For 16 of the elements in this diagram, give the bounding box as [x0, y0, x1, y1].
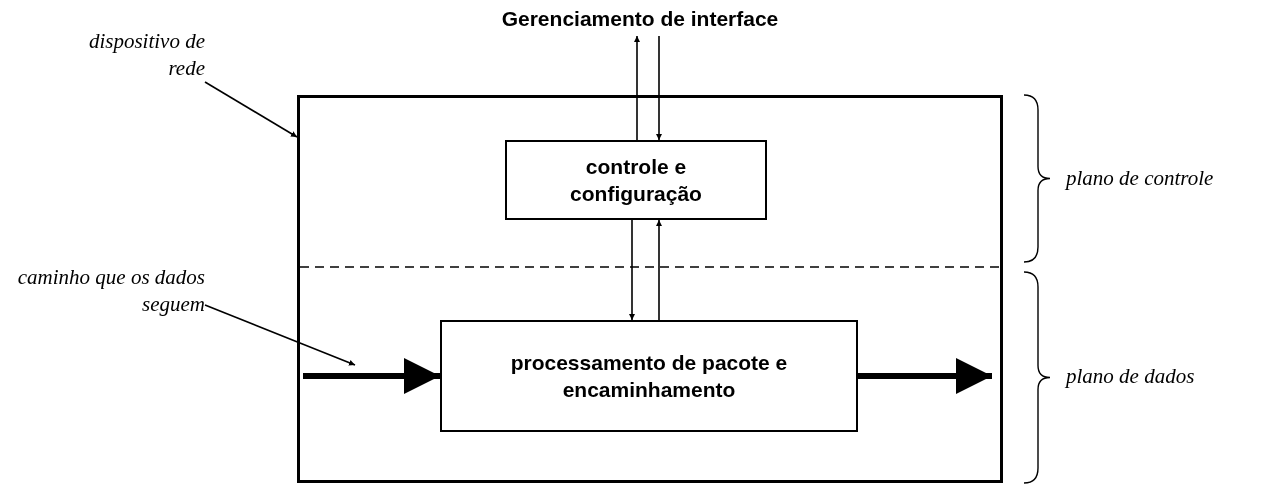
arrow — [656, 35, 662, 141]
leader-line — [204, 81, 298, 138]
arrow — [303, 358, 440, 394]
device-box — [297, 95, 1003, 483]
heading-text: Gerenciamento de interface — [470, 2, 810, 36]
arrow — [634, 35, 640, 141]
arrow — [858, 358, 992, 394]
plane-label: plano de controle — [1066, 166, 1214, 191]
arrow — [629, 219, 635, 321]
plane-label: plano de dados — [1066, 364, 1195, 389]
arrow — [656, 219, 662, 321]
process-box: processamento de pacote e encaminhamento — [440, 320, 858, 432]
leader-line — [204, 304, 356, 366]
process-box: controle e configuração — [505, 140, 767, 220]
annotation-text: dispositivo de rede — [70, 25, 205, 85]
annotation-text: caminho que os dados seguem — [15, 262, 205, 320]
